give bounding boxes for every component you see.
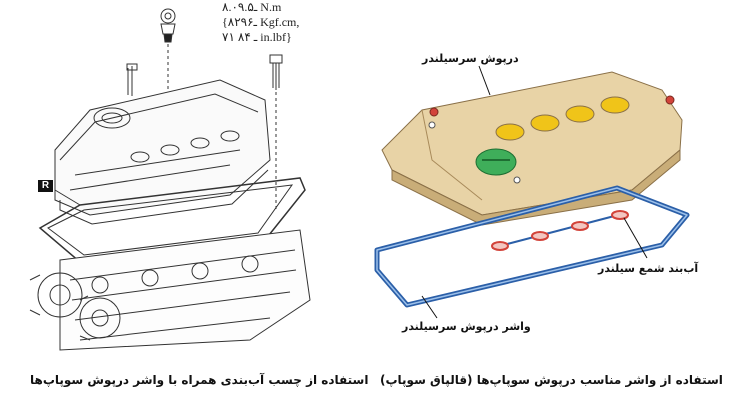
torque-line-kgf: {۸۲ـ۹۶ Kgf.cm,	[222, 15, 300, 29]
oil-filler-cap	[475, 148, 517, 176]
label-cylinder-head-cover: درپوش سرسیلندر	[422, 52, 519, 65]
spark-plug-hole	[495, 123, 525, 141]
plug-seal	[531, 231, 549, 241]
torque-spec: ۸.۰ـ۹.۵ N.m {۸۲ـ۹۶ Kgf.cm, ۷۱ ـ ۸۴ in.lb…	[222, 0, 352, 45]
plug-seal	[571, 221, 589, 231]
label-spark-plug-seal: آب‌بند شمع سیلندر	[598, 262, 699, 275]
r-marker-badge: R	[38, 180, 53, 192]
seal-leader-line	[623, 217, 648, 259]
torque-line-nm: ۸.۰ـ۹.۵ N.m	[222, 0, 282, 14]
left-caption: استفاده از چسب آب‌بندی همراه با واشر درپ…	[30, 373, 369, 387]
valve-cover-color-art	[374, 65, 690, 319]
plug-seal	[491, 241, 509, 251]
engine-line-art	[29, 8, 311, 351]
cover-leader-line	[478, 65, 491, 96]
right-caption: استفاده از واشر مناسب درپوش سوپاپ‌ها (قا…	[380, 373, 723, 387]
valve-cover-gasket-illustration: درپوش سرسیلندر آب‌بند شمع سیلندر واشر در…	[362, 0, 732, 362]
spark-plug-hole	[530, 114, 560, 132]
spark-plug-hole	[565, 105, 595, 123]
plug-seal	[611, 210, 629, 220]
spark-plug-hole	[600, 96, 630, 114]
label-cover-gasket: واشر درپوش سرسیلندر	[402, 320, 531, 333]
exploded-cylinder-head-drawing: ۸.۰ـ۹.۵ N.m {۸۲ـ۹۶ Kgf.cm, ۷۱ ـ ۸۴ in.lb…	[0, 0, 360, 362]
torque-line-inlbf: ۷۱ ـ ۸۴ in.lbf}	[222, 30, 292, 44]
gasket-leader-line	[421, 295, 438, 319]
